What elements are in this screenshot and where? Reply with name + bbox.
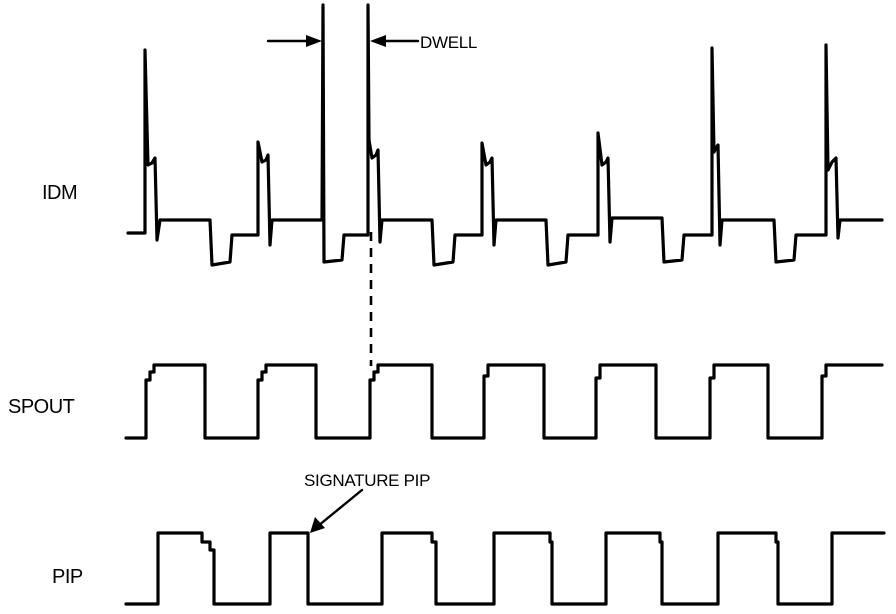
spout-trace-main bbox=[124, 363, 884, 440]
signature-pip-arrowhead bbox=[310, 517, 325, 533]
dwell-label: DWELL bbox=[420, 33, 477, 52]
dwell-right-arrowhead bbox=[370, 35, 386, 47]
signature-pip-arrow-shaft bbox=[316, 488, 364, 528]
idm-label: IDM bbox=[42, 182, 77, 204]
pip-waveform bbox=[124, 531, 886, 606]
idm-waveform bbox=[126, 3, 884, 267]
spout-waveform bbox=[124, 363, 884, 440]
signature-pip-annotation: SIGNATURE PIP bbox=[304, 471, 430, 533]
idm-trace-main bbox=[126, 3, 884, 267]
dwell-annotation: DWELL bbox=[266, 33, 477, 52]
pip-trace-main bbox=[124, 531, 886, 606]
spout-label: SPOUT bbox=[8, 396, 75, 418]
signature-pip-label: SIGNATURE PIP bbox=[304, 471, 430, 490]
dwell-left-arrowhead bbox=[306, 35, 322, 47]
pip-label: PIP bbox=[52, 566, 83, 588]
